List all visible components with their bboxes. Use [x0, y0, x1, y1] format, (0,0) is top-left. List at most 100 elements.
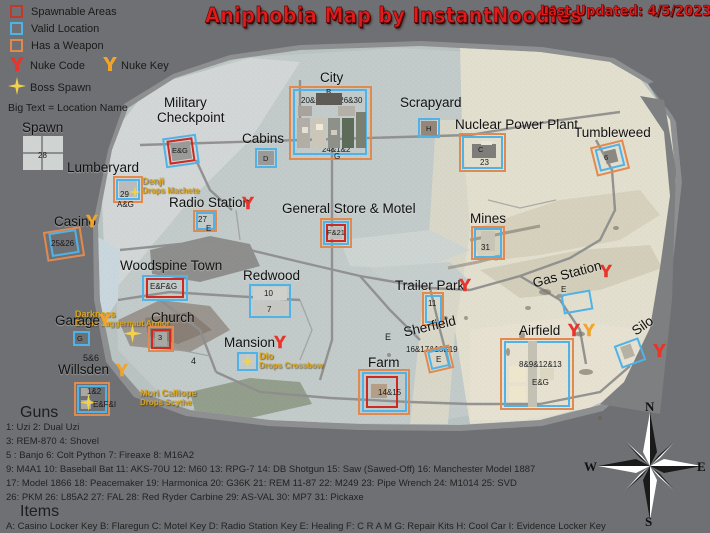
- airfield-runway: [528, 341, 537, 407]
- mansion-nuke-code-icon: [272, 334, 288, 355]
- airfield-hangar-1: [509, 366, 526, 382]
- guns-line-2: 3: REM-870 4: Shovel: [6, 436, 99, 447]
- legend-row-boss: Boss Spawn: [4, 76, 204, 100]
- willsden-box-orange: [74, 382, 110, 416]
- redwood-code-10: 10: [264, 289, 273, 298]
- map-label-general-store-motel: General Store & Motel: [282, 201, 416, 216]
- radio-station-nuke-code-icon: [240, 195, 256, 216]
- page-title: Aniphobia Map by InstantNoodles: [205, 3, 583, 29]
- lumberyard-code: 29: [120, 190, 129, 199]
- legend-row-valid: Valid Location: [4, 20, 204, 37]
- military-checkpoint-code: E&G: [172, 146, 188, 155]
- map-label-casino: Casino: [54, 214, 97, 229]
- willsden-star-icon: [80, 394, 97, 416]
- map-label-spawn: Spawn: [22, 120, 64, 135]
- boss-denji: Denji Drops Machete: [142, 176, 200, 195]
- map-label-scrapyard: Scrapyard: [400, 95, 462, 110]
- church-code: 3: [158, 333, 163, 342]
- gas-station-item: E: [561, 285, 567, 294]
- map-label-willsden: Willsden: [58, 362, 110, 377]
- map-label-radio-station: Radio Station: [169, 195, 251, 210]
- willsden-code-56: 5&6: [83, 353, 100, 363]
- valid-location-swatch-icon: [10, 22, 23, 35]
- willsden-building-2: [81, 400, 91, 409]
- woodspine-items: E&F&G: [150, 282, 178, 291]
- lumberyard-box-orange: [113, 176, 143, 203]
- npp-building: [472, 144, 496, 158]
- city-code-guns-bottom: 24&1&2: [322, 145, 351, 154]
- boss-darkness: Darkness Drops Juggernaut Armor: [75, 309, 170, 328]
- gas-station-nuke-code-icon: [598, 263, 614, 284]
- farm-codes: 14&15: [378, 388, 402, 397]
- city-code-g: G: [334, 152, 341, 161]
- city-box-blue: [293, 89, 367, 155]
- gsm-building: [330, 227, 342, 239]
- spawnable-swatch-icon: [10, 5, 23, 18]
- city-code-b: B: [326, 88, 331, 97]
- garage-box: [73, 331, 90, 346]
- lumberyard-box-blue: [116, 179, 140, 200]
- legend-label-spawnable: Spawnable Areas: [31, 5, 117, 18]
- sherfield-codes: 16&17&18&19: [406, 345, 458, 354]
- scrapyard-code: H: [426, 124, 432, 133]
- trailer-park-nuke-code-icon: [457, 277, 473, 298]
- garage-nuke-key-icon: [97, 312, 113, 333]
- last-updated-label: Last Updated: 4/5/2023: [540, 3, 710, 20]
- map-label-tumbleweed: Tumbleweed: [574, 125, 651, 140]
- boss-mori-calliope: Mori Calliope Drops Scythe: [140, 388, 197, 407]
- items-line: A: Casino Locker Key B: Flaregun C: Mote…: [6, 521, 606, 532]
- map-label-mansion: Mansion: [224, 335, 276, 350]
- guns-line-4: 9: M4A1 10: Baseball Bat 11: AKS-70U 12:…: [6, 464, 536, 475]
- trailer-park-box-orange: [422, 292, 444, 326]
- gsm-box-blue: [323, 221, 349, 245]
- city-box-orange: [289, 86, 372, 160]
- cabins-building: [258, 151, 274, 165]
- guns-line-6: 26: PKM 26: L85A2 27: FAL 28: Red Ryder …: [6, 492, 364, 503]
- map-label-woodspine-town: Woodspine Town: [120, 258, 223, 273]
- guns-section-title: Guns: [20, 404, 59, 421]
- sherfield-item: E: [436, 355, 442, 364]
- farm-building: [371, 384, 387, 398]
- airfield-box-orange: [500, 338, 574, 410]
- church-building: [155, 332, 167, 346]
- redwood-building-1: [253, 287, 287, 300]
- boss-spawn-icon: [4, 76, 30, 100]
- cabins-code: D: [263, 154, 269, 163]
- silo-nuke-code-icon: [651, 342, 668, 364]
- trailer-park-code: 11: [428, 299, 437, 308]
- airfield-nuke-key-icon: [581, 322, 597, 343]
- gsm-box-red: [326, 224, 346, 242]
- willsden-items: E&F&I: [93, 400, 117, 409]
- legend-label-boss-spawn: Boss Spawn: [30, 82, 92, 94]
- lumberyard-star-icon: [129, 185, 141, 203]
- legend-label-nuke-key: Nuke Key: [121, 60, 169, 72]
- map-label-garage: Garage: [55, 313, 101, 328]
- legend-note: Big Text = Location Name: [8, 102, 128, 114]
- map-label-nuclear-power-plant: Nuclear Power Plant: [455, 117, 579, 132]
- map-label-redwood: Redwood: [243, 268, 301, 283]
- legend: Spawnable Areas Valid Location Has a Wea…: [4, 3, 204, 114]
- spawn-code: 28: [38, 151, 47, 160]
- mansion-box: [237, 352, 258, 371]
- map-label-military-checkpoint-2: Checkpoint: [157, 110, 225, 125]
- cabins-box: [255, 148, 277, 168]
- mines-box-blue: [474, 228, 502, 258]
- radio-station-item: E: [206, 224, 212, 233]
- compass-west: W: [584, 459, 597, 474]
- legend-label-nuke-code: Nuke Code: [30, 60, 86, 72]
- mines-box-orange: [471, 226, 505, 260]
- willsden-code-12: 1&2: [87, 387, 102, 396]
- airfield-items: E&G: [532, 378, 549, 387]
- willsden-nuke-key-icon: [114, 362, 130, 383]
- nuke-code-icon: [4, 55, 30, 78]
- map-label-farm: Farm: [368, 355, 400, 370]
- casino-nuke-key-icon: [84, 213, 100, 234]
- radio-station-code: 27: [198, 215, 207, 224]
- lumberyard-building: [119, 181, 137, 197]
- guns-line-5: 17: Model 1866 18: Peacemaker 19: Harmon…: [6, 478, 517, 489]
- legend-row-nuke: Nuke Code Nuke Key: [4, 56, 204, 76]
- redwood-code-7: 7: [267, 305, 272, 314]
- map-label-mines: Mines: [470, 211, 507, 226]
